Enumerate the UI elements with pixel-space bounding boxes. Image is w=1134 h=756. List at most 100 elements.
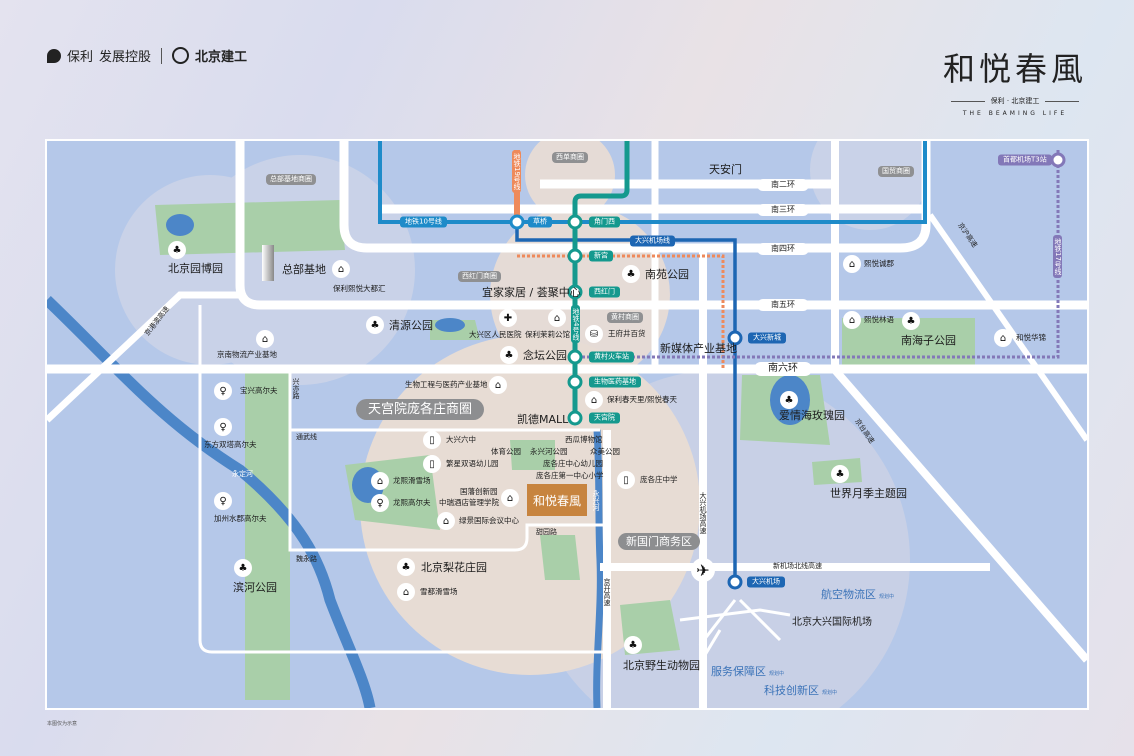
poi-label: 熙悦诚郡 bbox=[864, 259, 894, 268]
poi-label: 和悦华锦 bbox=[1016, 333, 1046, 342]
building-icon: ⌂ bbox=[548, 309, 566, 327]
bcg-logo-icon bbox=[172, 47, 190, 64]
school-icon: ▯ bbox=[617, 471, 635, 489]
poi-label: 东方双塔高尔夫 bbox=[204, 440, 257, 449]
project-logo: 和悦春風 保利 · 北京建工 THE BEAMING LIFE bbox=[940, 44, 1090, 117]
poi-label: 国藩创新园 bbox=[460, 487, 498, 496]
metro-line-label: 地铁17号线 bbox=[1053, 235, 1062, 278]
poi-label: 京南物流产业基地 bbox=[217, 350, 277, 359]
park-area bbox=[842, 318, 975, 368]
ring-label: 南二环 bbox=[757, 179, 809, 191]
project-tagline: THE BEAMING LIFE bbox=[962, 110, 1068, 117]
golf-icon: ♀ bbox=[214, 492, 232, 510]
line-4 bbox=[572, 141, 630, 418]
poi-label: 龙熙滑雪场 bbox=[393, 476, 431, 485]
project-subtitle: 保利 · 北京建工 bbox=[940, 96, 1090, 106]
river-label: 永定河 bbox=[232, 470, 253, 478]
poi-label: 庞各庄中心幼儿园 bbox=[543, 459, 603, 468]
tree-icon: ♣ bbox=[500, 346, 518, 364]
hq-tower-icon bbox=[262, 245, 274, 281]
building-icon: ⌂ bbox=[994, 329, 1012, 347]
station-label: 生物医药基地 bbox=[589, 376, 641, 388]
poi-label: 绿景国际会议中心 bbox=[459, 516, 519, 525]
tree-icon: ♣ bbox=[902, 312, 920, 330]
golf-icon: ♀ bbox=[214, 418, 232, 436]
river-label: 永兴河 bbox=[592, 490, 600, 511]
landmark-label: 北京园博园 bbox=[168, 262, 223, 275]
park-area bbox=[540, 535, 580, 580]
ring-label: 南四环 bbox=[757, 243, 809, 255]
tree-icon: ♣ bbox=[397, 558, 415, 576]
poi-label: 庞各庄第一中心小学 bbox=[536, 471, 604, 480]
park-area bbox=[155, 200, 345, 255]
building-icon: ⌂ bbox=[585, 391, 603, 409]
zone-label: 科技创新区规划中 bbox=[764, 684, 838, 697]
road-label: 甜园路 bbox=[536, 528, 557, 536]
poi-label: 龙熙高尔夫 bbox=[393, 498, 431, 507]
landmark-label: 北京野生动物园 bbox=[623, 659, 700, 672]
district-label: 天宫院庞各庄商圈 bbox=[356, 399, 485, 420]
poi-label: 中瑞酒店管理学院 bbox=[439, 498, 499, 507]
ring-label: 南三环 bbox=[757, 204, 809, 216]
building-icon: ⌂ bbox=[437, 512, 455, 530]
building-icon: ⌂ bbox=[489, 376, 507, 394]
landmark-label: 南苑公园 bbox=[645, 268, 689, 281]
tree-icon: ♣ bbox=[168, 241, 186, 259]
project-title: 和悦春風 bbox=[942, 50, 1087, 88]
airport-terminal bbox=[679, 598, 791, 656]
road-label: 通武线 bbox=[296, 433, 317, 441]
poly-logo-text: 保利 bbox=[67, 50, 94, 65]
disclaimer-text: 本图仅为示意 bbox=[47, 721, 78, 727]
road-label: 兴亦路 bbox=[292, 378, 300, 399]
poi-label: 宝兴高尔夫 bbox=[240, 386, 278, 395]
poi-label: 保利熙悦大都汇 bbox=[333, 284, 386, 293]
tree-icon: ♣ bbox=[622, 265, 640, 283]
hospital-icon: ✚ bbox=[499, 309, 517, 327]
landmark-label: 世界月季主题园 bbox=[830, 487, 907, 500]
poi-label: 雪都滑雪场 bbox=[420, 587, 458, 596]
station-label: 新宫 bbox=[589, 250, 613, 262]
landmark-label: 清源公园 bbox=[389, 319, 433, 332]
airport-express-line bbox=[515, 222, 737, 582]
road-label: 新机场北线高速 bbox=[773, 562, 822, 570]
tree-icon: ♣ bbox=[366, 316, 384, 334]
poi-label: 体育公园 bbox=[491, 447, 521, 456]
road-label: 大兴机场高速 bbox=[699, 492, 707, 534]
building-icon: ⌂ bbox=[332, 260, 350, 278]
zone-label: 服务保障区规划中 bbox=[711, 665, 785, 678]
project-location-badge[interactable]: 和悦春風 bbox=[527, 484, 587, 516]
yongding-river bbox=[47, 296, 376, 708]
landmark-label: 宜家家居 / 荟聚中心 bbox=[482, 286, 581, 299]
landmark-label: 北京大兴国际机场 bbox=[792, 617, 872, 628]
station-label: 西红门 bbox=[589, 286, 620, 298]
poi-label: 王府井百货 bbox=[608, 329, 646, 338]
poi-label: 加州水郡高尔夫 bbox=[214, 514, 267, 523]
ring-label: 南六环 bbox=[754, 362, 812, 376]
building-icon: ⌂ bbox=[397, 583, 415, 601]
station-label: 大兴机场 bbox=[747, 576, 785, 588]
landmark-label: 念坛公园 bbox=[523, 349, 567, 362]
building-icon: ⌂ bbox=[843, 311, 861, 329]
poi-label: 大兴区人民医院 bbox=[469, 330, 522, 339]
poi-label: 保利春天里/熙悦春天 bbox=[607, 395, 678, 404]
golf-icon: ♀ bbox=[214, 382, 232, 400]
logo-divider bbox=[161, 47, 163, 64]
station-label: 黄村火车站 bbox=[589, 351, 634, 363]
station-label: 角门西 bbox=[589, 216, 620, 228]
poi-label: 生物工程与医药产业基地 bbox=[405, 380, 488, 389]
road-label: 魏永路 bbox=[296, 555, 317, 563]
line-17 bbox=[580, 150, 1060, 359]
ring-5 bbox=[235, 141, 1087, 310]
landmark-label: 滨河公园 bbox=[233, 581, 277, 594]
poi-label: 众美公园 bbox=[590, 447, 620, 456]
park-area bbox=[245, 370, 290, 700]
landmark-label: 凯德MALL bbox=[517, 413, 569, 426]
bcg-logo-text: 北京建工 bbox=[195, 50, 248, 65]
station-label: 天宫院 bbox=[589, 412, 620, 424]
landmark-label: 天安门 bbox=[709, 163, 742, 176]
metro-line-label: 地铁4号线 bbox=[571, 305, 580, 344]
ring-label: 南五环 bbox=[757, 299, 809, 311]
landmark-label: 爱情海玫瑰园 bbox=[779, 409, 845, 422]
poly-logo-suffix: 发展控股 bbox=[99, 50, 152, 65]
